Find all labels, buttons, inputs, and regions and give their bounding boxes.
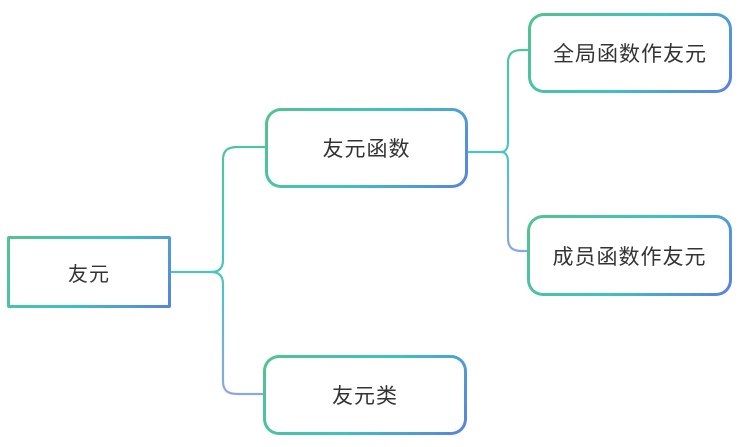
node-body: 全局函数作友元: [531, 16, 729, 90]
node-body: 友元函数: [268, 111, 465, 185]
node-label: 友元函数: [322, 138, 411, 161]
connector-to-member-function: [499, 150, 529, 253]
node-body: 友元: [10, 239, 168, 305]
node-global-function-as-friend[interactable]: 全局函数作友元: [528, 13, 732, 93]
node-label: 成员函数作友元: [552, 245, 707, 269]
connector-root-to-friend-class: [209, 270, 265, 396]
connector-root-to-friend-function: [209, 145, 267, 274]
node-body: 成员函数作友元: [530, 218, 729, 293]
node-friend-class[interactable]: 友元类: [263, 355, 467, 435]
node-member-function-as-friend[interactable]: 成员函数作友元: [527, 215, 732, 296]
node-label: 友元: [68, 263, 110, 286]
node-friend-root[interactable]: 友元: [7, 236, 171, 308]
node-body: 友元类: [266, 358, 464, 432]
node-label: 友元类: [332, 385, 398, 408]
node-label: 全局函数作友元: [553, 43, 707, 66]
connector-to-global-function: [499, 48, 530, 154]
node-friend-function[interactable]: 友元函数: [265, 108, 468, 188]
